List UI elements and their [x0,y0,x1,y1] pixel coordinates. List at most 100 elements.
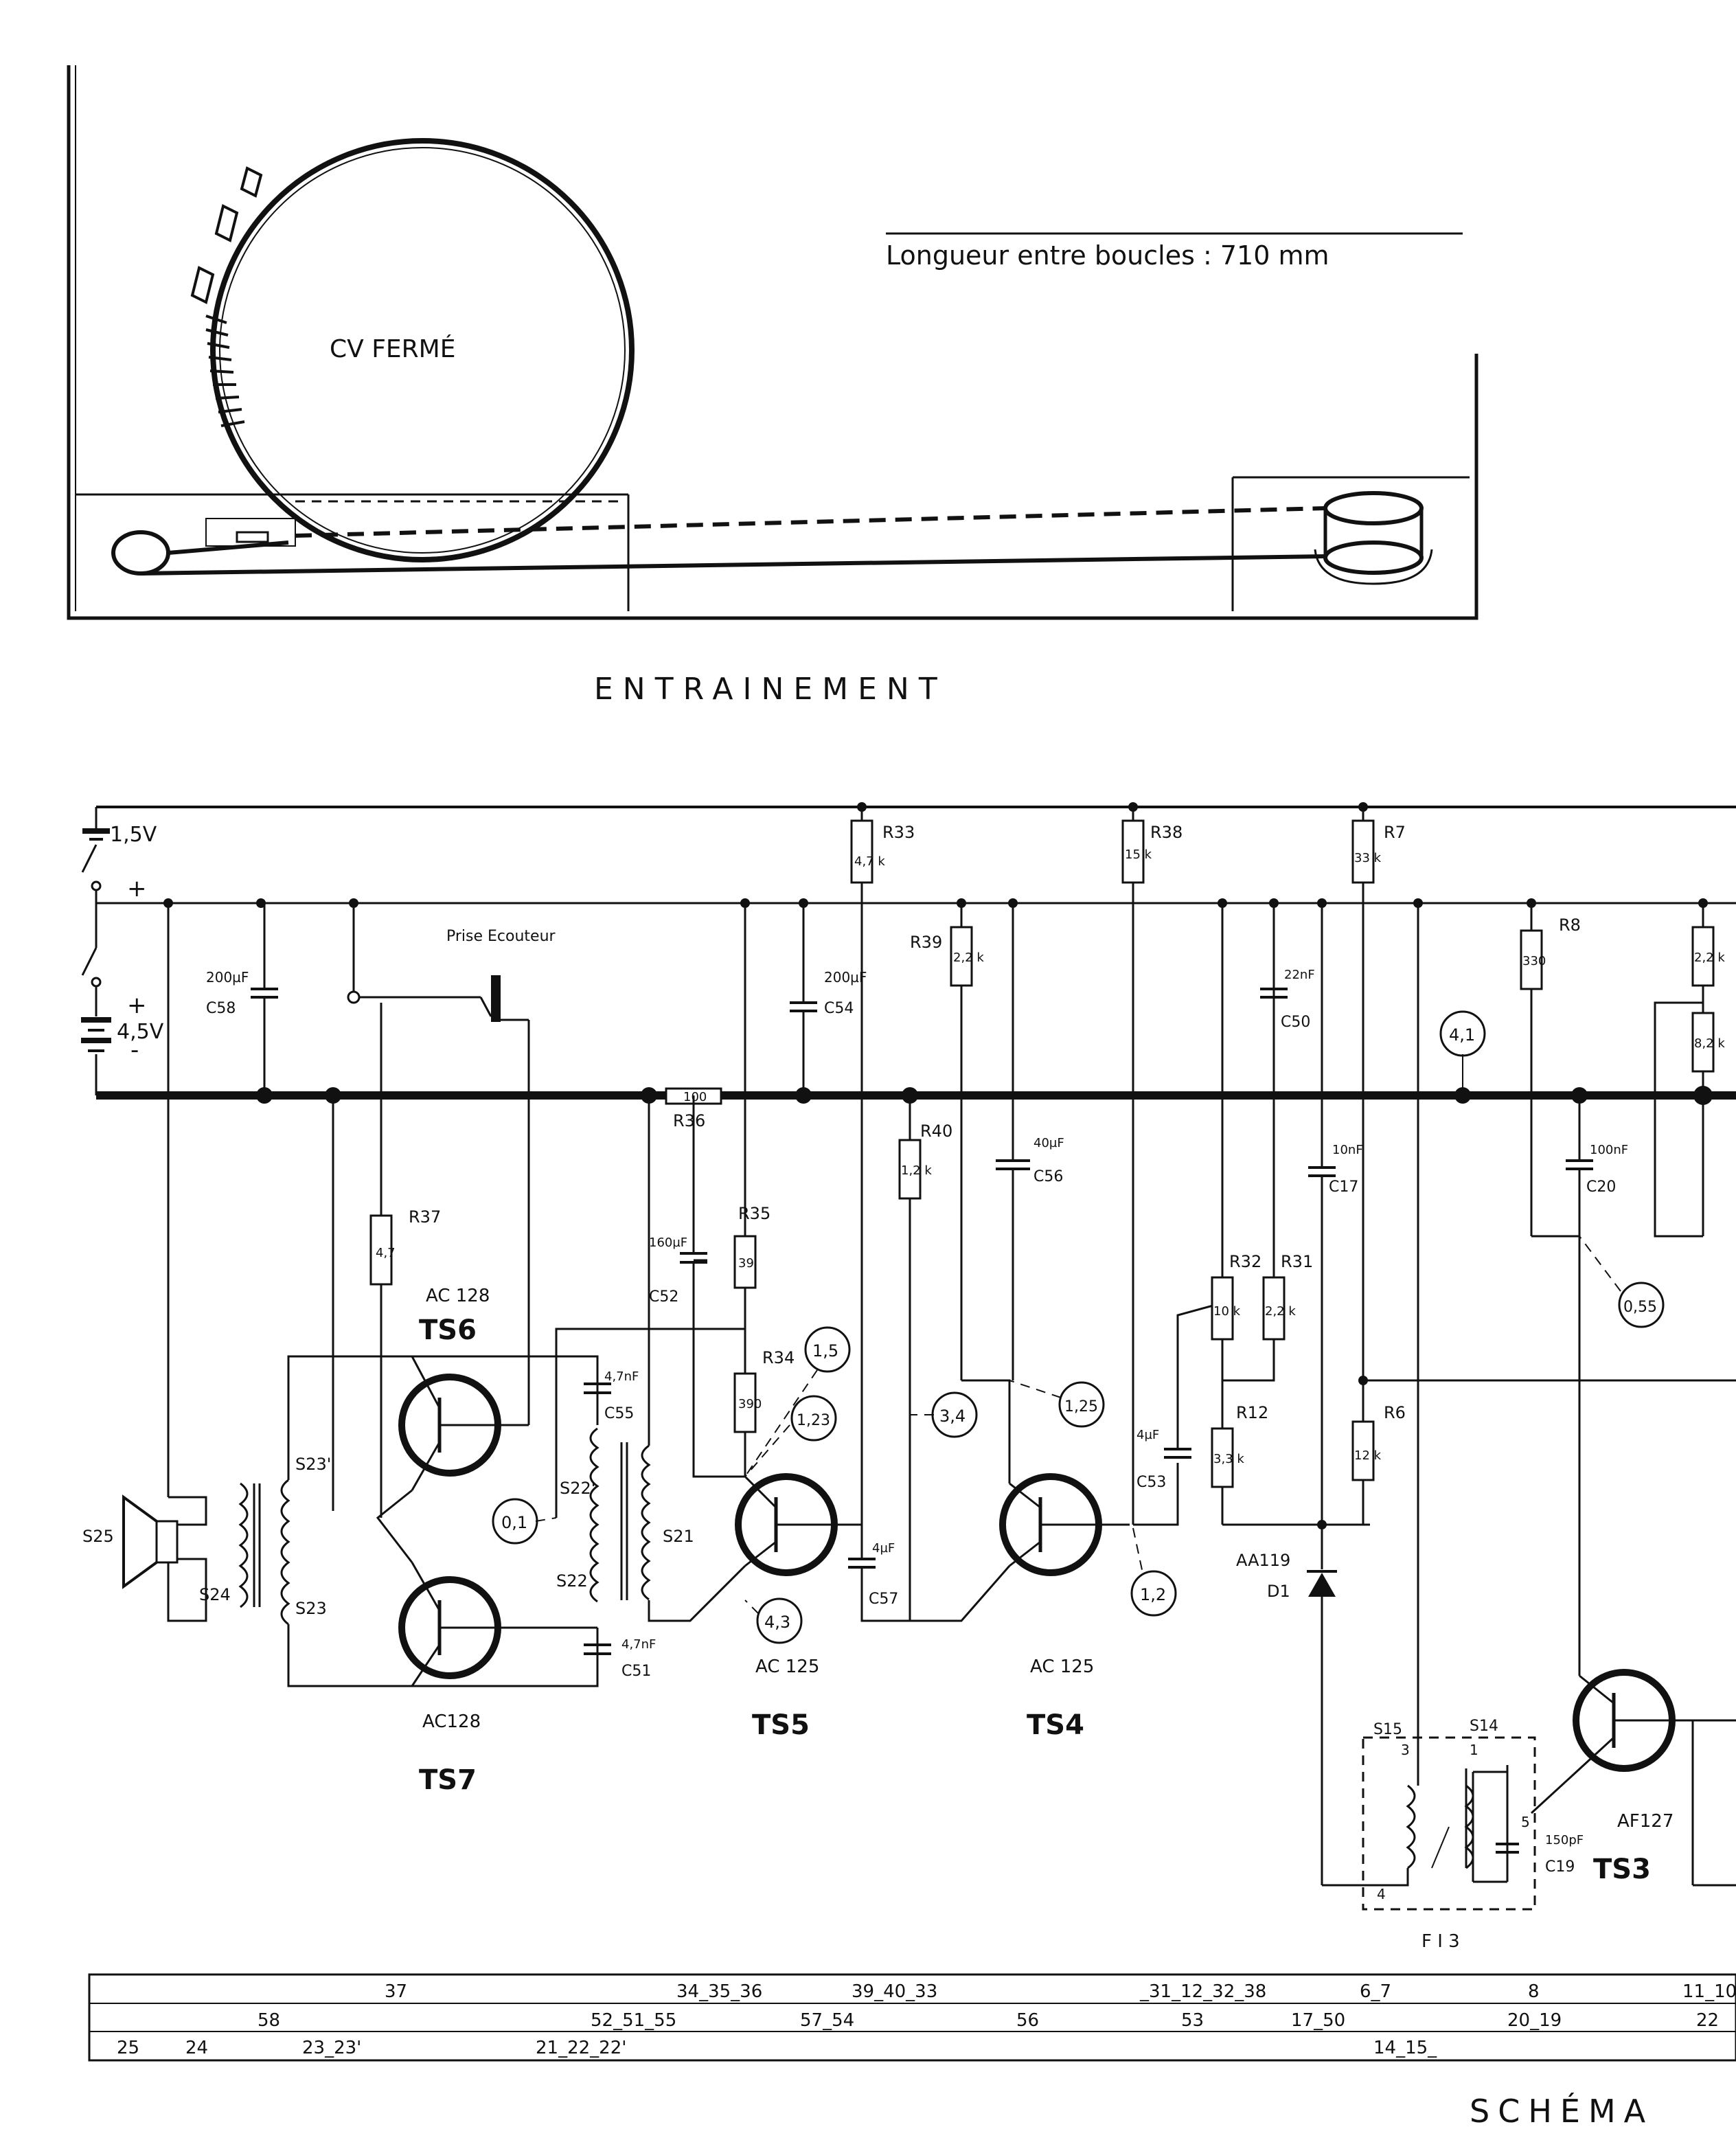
row2-c7: 52_51_55 [591,2010,676,2031]
ts3-ref: TS3 [1593,1854,1651,1885]
v-0-1: 0,1 [501,1513,527,1532]
row1-c6: 34_35_36 [676,1981,762,2002]
diode-d1: D1 AA119 [1236,1551,1337,1885]
r7-value: 33 k [1354,851,1382,865]
pin-3: 3 [1401,1742,1410,1758]
length-note: Longueur entre boucles : 710 mm [886,240,1329,271]
row1-c1: 11_10 [1682,1981,1736,2002]
row2-c4: 53 [1181,2010,1204,2031]
row1-c2: 8 [1528,1981,1540,2002]
dial-label: CV FERMÉ [330,334,455,363]
fi3-label: F I 3 [1421,1931,1460,1952]
ra-value: 2,2 k [1694,951,1725,965]
r34-value: 390 [738,1397,762,1411]
ts4-type: AC 125 [1030,1657,1094,1677]
c50-value: 22nF [1284,968,1315,982]
r39-value: 2,2 k [953,951,984,965]
row2-c5: 56 [1016,2010,1039,2031]
row2-c2: 20_19 [1507,2010,1562,2031]
c56-ref: C56 [1033,1168,1063,1185]
s21-label: S21 [663,1527,694,1546]
c17-value: 10nF [1332,1143,1363,1157]
c19-value: 150pF [1545,1833,1584,1847]
plus-sign: + [127,875,147,902]
r40-ref: R40 [920,1122,952,1141]
schematic: 1,5V 4,5V + + - [81,802,1736,2130]
ts4-ref: TS4 [1027,1709,1084,1741]
c54-ref: C54 [824,1000,854,1017]
s22-label: S22 [556,1571,588,1591]
plus-sign-2: + [127,992,147,1019]
c53-ref: C53 [1137,1474,1166,1491]
headphone-jack: Prise Ecouteur [347,903,556,1425]
r31-value: 2,2 k [1265,1304,1296,1319]
c55-value: 4,7nF [604,1369,639,1384]
r6-value: 12 k [1354,1448,1382,1463]
r34-ref: R34 [762,1348,795,1367]
speaker-s25: S25 [82,1494,179,1589]
row1-c3: 6_7 [1360,1981,1391,2002]
c57-ref: C57 [869,1591,898,1608]
transistor-ts6: TS6 AC 128 [398,1286,529,1491]
transistor-ts7: TS7 AC128 [398,1562,597,1796]
ts5-type: AC 125 [755,1657,819,1677]
s23-label: S23 [295,1599,327,1618]
r33-ref: R33 [882,823,915,842]
r39-ref: R39 [910,933,942,952]
ts6-type: AC 128 [426,1286,490,1306]
ts5-ref: TS5 [752,1709,810,1741]
c19-ref: C19 [1545,1858,1575,1876]
c57-value: 4µF [872,1541,895,1556]
r40-value: 1,2 k [901,1163,932,1178]
v-1-5: 1,5 [812,1341,838,1361]
transistor-ts5: TS5 AC 125 [735,1473,862,1741]
c53-value: 4µF [1137,1428,1159,1442]
drive-title: ENTRAINEMENT [594,672,947,707]
battery: 1,5V 4,5V + + - [81,807,164,1095]
v-1-23: 1,23 [797,1412,830,1429]
ts3-type: AF127 [1617,1811,1674,1832]
d1-type: AA119 [1236,1551,1290,1570]
r35-ref: R35 [738,1204,770,1223]
right-pulley [1314,491,1433,585]
c17-ref: C17 [1329,1179,1358,1196]
c20-value: 100nF [1590,1143,1628,1157]
c54-value: 200µF [824,969,867,986]
tuning-drum [210,138,635,562]
r12-ref: R12 [1236,1403,1268,1422]
c52-ref: C52 [649,1288,678,1306]
row2-c6: 57_54 [800,2010,854,2031]
s23p-label: S23' [295,1455,331,1474]
row3-c1: 14_15_ [1373,2038,1437,2058]
drum-spring [205,315,245,427]
row2-c3: 17_50 [1291,2010,1345,2031]
reference-table: 11_10 8 6_7 _31_12_32_38 39_40_33 34_35_… [88,1973,1736,2062]
ts6-ref: TS6 [419,1314,477,1346]
s25-label: S25 [82,1527,114,1546]
c58-value: 200µF [206,969,249,986]
s22p-label: S22' [560,1479,595,1498]
minus-sign: - [130,1036,139,1064]
drive-diagram: Longueur entre boucles : 710 mm CV FERMÉ… [67,65,1478,707]
r31-ref: R31 [1281,1252,1313,1271]
v-0-55: 0,55 [1623,1299,1657,1316]
output-transformer: S24 S23 S23' [199,1455,331,1626]
r32-ref: R32 [1229,1252,1261,1271]
rb-value: 8,2 k [1694,1036,1725,1051]
s14-label: S14 [1470,1718,1498,1735]
r37-value: 4,7 [376,1246,396,1260]
v-1-25: 1,25 [1064,1398,1098,1415]
r36-value: 100 [683,1090,707,1104]
row2-c1: 22 [1696,2010,1719,2031]
c58-ref: C58 [206,1000,236,1017]
transistor-ts3: TS3 AF127 [1530,1669,1736,1885]
s15-label: S15 [1373,1721,1402,1738]
c56-value: 40µF [1033,1136,1064,1150]
row3-c4: 24 [185,2038,208,2058]
r8-value: 330 [1522,954,1546,968]
r35-value: 39 [738,1256,754,1271]
pin-5: 5 [1521,1814,1530,1830]
row2-c8: 58 [258,2010,280,2031]
transistor-ts4: TS4 AC 125 [999,1473,1130,1741]
